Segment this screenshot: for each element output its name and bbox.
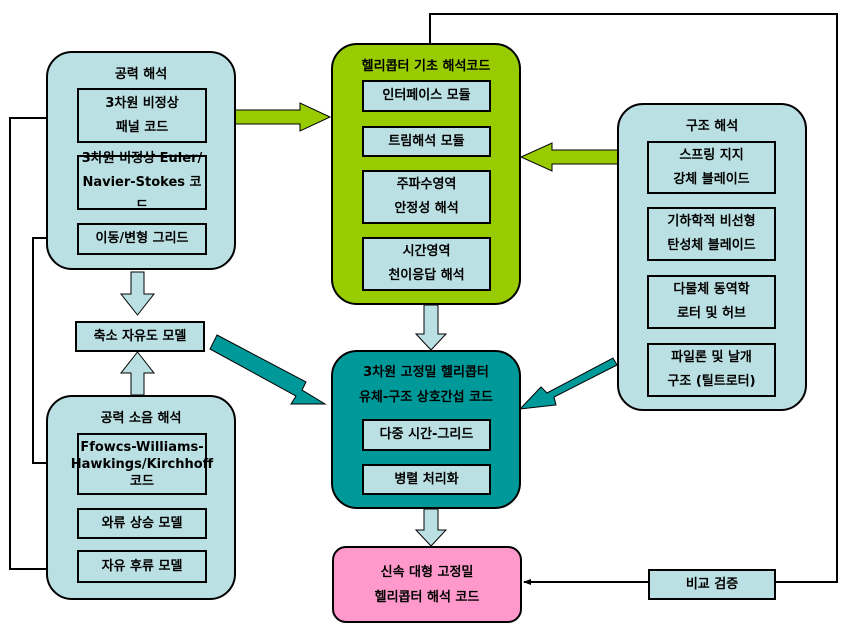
arrow-reduced-dof-to-fsi [209, 334, 327, 405]
vortex-model-box[interactable]: 와류 상승 모델 [77, 508, 207, 539]
line-validation-loop [429, 13, 838, 583]
reduced-dof-model-box[interactable]: 축소 자유도 모델 [75, 321, 205, 352]
spring-blade-box[interactable]: 스프링 지지 강체 블레이드 [647, 141, 776, 194]
aero-panel-code-box[interactable]: 3차원 비정상 패널 코드 [77, 88, 207, 143]
aero-euler-ns-code-box[interactable]: 3차원 비정상 Euler/ Navier-Stokes 코드 [77, 151, 207, 214]
multibody-rotor-box[interactable]: 다물체 동역학 로터 및 허브 [647, 275, 776, 329]
time-transient-box[interactable]: 시간영역 천이응답 해석 [362, 237, 491, 291]
pylon-wing-box[interactable]: 파일론 및 날개 구조 (틸트로터) [647, 343, 776, 397]
aero-moving-grid-box[interactable]: 이동/변형 그리드 [77, 223, 207, 255]
arrow-structure-to-fsi [518, 357, 618, 410]
validation-box[interactable]: 비교 검증 [648, 569, 776, 600]
final-heli-code-box[interactable]: 신속 대형 고정밀 헬리콥터 해석 코드 [332, 546, 522, 623]
nonlinear-blade-box[interactable]: 기하학적 비선형 탄성체 블레이드 [647, 207, 776, 261]
arrow-acoustic-to-reduced-dof [119, 351, 156, 396]
final-heli-code-label: 신속 대형 고정밀 헬리콥터 해석 코드 [374, 565, 480, 605]
parallel-processing-box[interactable]: 병렬 처리화 [362, 464, 491, 495]
trim-module-box[interactable]: 트림해석 모듈 [362, 126, 491, 157]
frequency-stability-box[interactable]: 주파수영역 안정성 해석 [362, 170, 491, 224]
multi-time-grid-box[interactable]: 다중 시간-그리드 [362, 419, 491, 451]
line-panel-to-free-wake [9, 117, 78, 572]
structure-analysis-title: 구조 해석 [685, 119, 739, 134]
arrow-fsi-to-final [414, 508, 448, 547]
fsi-code-title: 3차원 고정밀 헬리콥터 유체-구조 상호간섭 코드 [358, 365, 494, 405]
aero-acoustic-title: 공력 소음 해석 [100, 411, 182, 426]
heli-base-code-title: 헬리콥터 기초 해석코드 [361, 59, 491, 74]
interface-module-box[interactable]: 인터페이스 모듈 [362, 80, 491, 112]
free-wake-model-box[interactable]: 자유 후류 모델 [77, 550, 207, 583]
aero-analysis-title: 공력 해석 [114, 67, 168, 82]
arrow-aero-to-reduced-dof [119, 271, 156, 316]
arrow-heli-base-to-fsi [414, 304, 448, 351]
fwh-kirchhoff-code-box[interactable]: Ffowcs-Williams- Hawkings/Kirchhoff 코드 [71, 433, 213, 495]
